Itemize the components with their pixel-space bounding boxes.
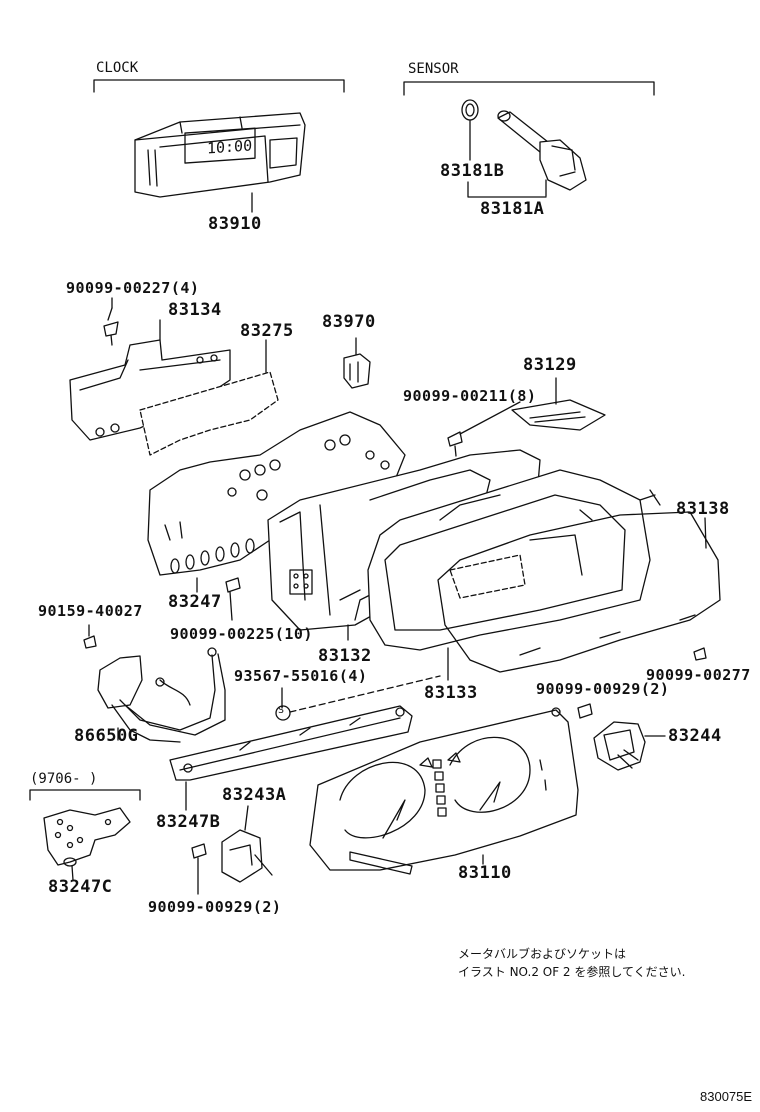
part-label-83275: 83275 <box>240 321 294 341</box>
part-label-90099-00227: 90099-00227(4) <box>66 279 200 297</box>
screw-90099-00211 <box>448 402 520 456</box>
callout-s-circle <box>276 706 290 720</box>
range-group-bracket <box>30 790 140 800</box>
group-clock-label: CLOCK <box>96 60 139 76</box>
part-label-83247C: 83247C <box>48 877 113 897</box>
part-label-93567-55016: 93567-55016(4) <box>234 667 368 685</box>
meter-assembly-83110 <box>310 708 578 874</box>
part-label-83110: 83110 <box>458 863 512 883</box>
sensor-group-bracket <box>404 82 654 95</box>
screw-90099-00227 <box>104 308 118 345</box>
switch-83243A <box>222 806 272 882</box>
part-label-90159-40027: 90159-40027 <box>38 602 143 620</box>
note-line-1: メータバルブおよびソケットは <box>458 947 627 961</box>
screw-90099-00225 <box>226 578 240 620</box>
part-label-83129: 83129 <box>523 355 577 375</box>
note-line-2: イラスト NO.2 OF 2 を参照してください. <box>458 965 686 979</box>
clip-83129 <box>512 378 605 430</box>
clock-display-text: 10:00 <box>207 136 252 157</box>
part-label-90099-00225: 90099-00225(10) <box>170 625 313 643</box>
part-label-83247: 83247 <box>168 592 222 612</box>
part-label-83970: 83970 <box>322 312 376 332</box>
screw-90099-00929-lower <box>192 844 206 894</box>
clock-unit-83910 <box>135 113 305 212</box>
part-label-83138: 83138 <box>676 499 730 519</box>
part-label-83181B: 83181B <box>440 161 505 181</box>
part-label-83247B: 83247B <box>156 812 221 832</box>
strip-83247B <box>170 706 412 810</box>
part-label-83132: 83132 <box>318 646 372 666</box>
part-label-83134: 83134 <box>168 300 222 320</box>
connector-83970 <box>344 338 370 388</box>
part-label-90099-00211: 90099-00211(8) <box>403 387 537 405</box>
bracket-83134 <box>70 320 230 440</box>
part-label-90099-00929-lower: 90099-00929(2) <box>148 898 282 916</box>
part-label-90099-00277: 90099-00277 <box>646 666 751 684</box>
document-id: 830075E <box>700 1089 753 1104</box>
sensor-unit-83181A <box>462 100 586 197</box>
screw-90099-00277 <box>694 648 706 660</box>
part-label-83244: 83244 <box>668 726 722 746</box>
part-label-83181A: 83181A <box>480 199 545 219</box>
gasket-83275 <box>140 340 278 455</box>
harness-86650G <box>98 648 225 742</box>
part-label-83133: 83133 <box>424 683 478 703</box>
group-sensor-label: SENSOR <box>408 61 459 77</box>
part-label-90099-00929-upper: 90099-00929(2) <box>536 680 670 698</box>
group-range-label: (9706‐ ) <box>30 771 98 787</box>
clock-group-bracket <box>94 80 344 92</box>
plate-83247C <box>44 808 130 880</box>
part-label-83910: 83910 <box>208 214 262 234</box>
part-label-83243A: 83243A <box>222 785 287 805</box>
callout-s-label: S <box>278 705 285 716</box>
lens-frame-83133 <box>368 470 650 680</box>
screw-90099-00929-upper <box>578 704 592 718</box>
glass-83138 <box>438 490 720 672</box>
switch-83244 <box>594 722 665 770</box>
part-label-86650G: 86650G <box>74 726 139 746</box>
screw-90159-40027 <box>84 625 96 648</box>
